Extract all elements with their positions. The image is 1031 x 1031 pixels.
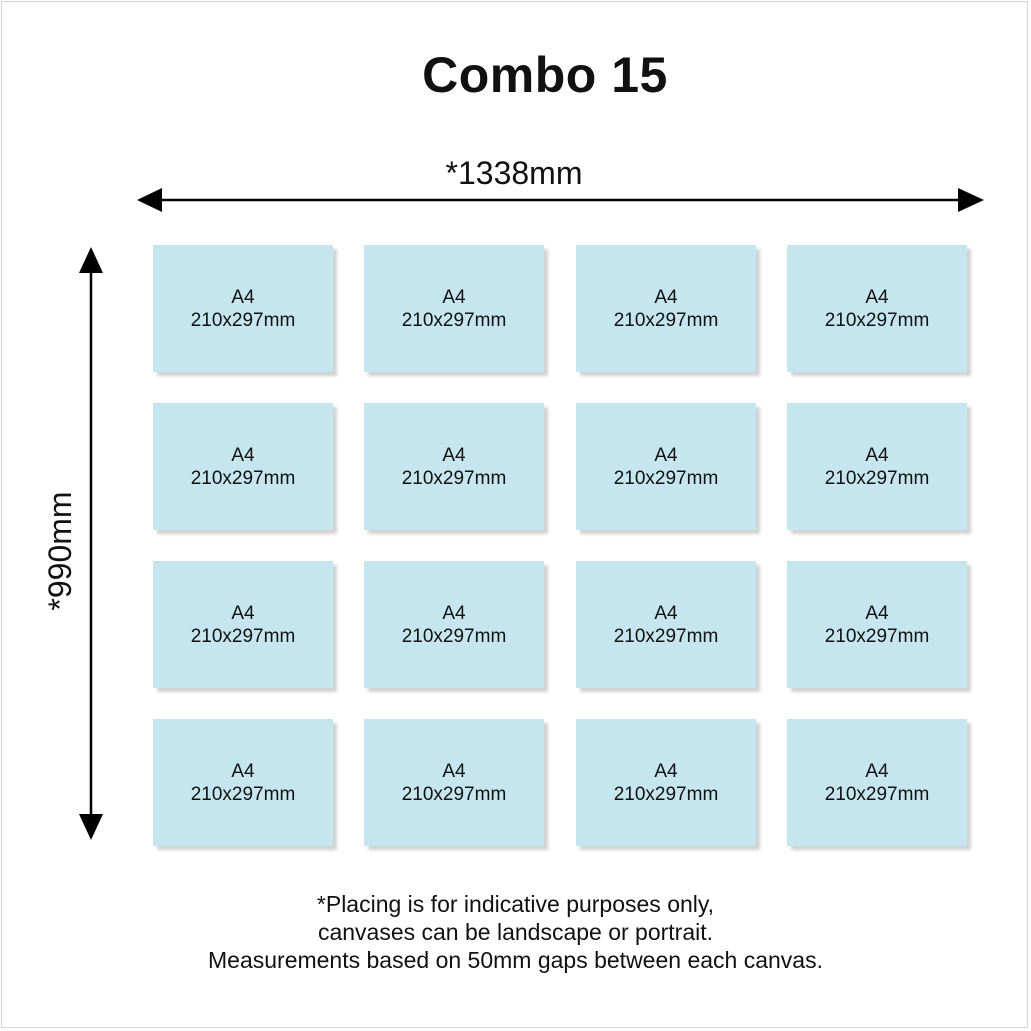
width-dimension-label: *1338mm [445, 155, 583, 191]
canvas-dimensions-label: 210x297mm [190, 467, 296, 489]
canvas-size-label: A4 [865, 444, 889, 466]
canvas-size-label: A4 [865, 760, 889, 782]
canvas-dimensions-label: 210x297mm [824, 467, 930, 489]
canvas-dimensions-label: 210x297mm [401, 625, 507, 647]
canvas-size-label: A4 [231, 602, 255, 624]
canvas-dimensions-label: 210x297mm [824, 309, 930, 331]
canvas-size-label: A4 [442, 444, 466, 466]
canvas-size-label: A4 [442, 286, 466, 308]
height-dimension-label: *990mm [42, 491, 78, 611]
canvas-size-label: A4 [654, 286, 678, 308]
canvas-size-label: A4 [654, 760, 678, 782]
canvas-size-label: A4 [231, 760, 255, 782]
canvas-dimensions-label: 210x297mm [401, 783, 507, 805]
canvas-size-label: A4 [865, 602, 889, 624]
footnote-line-2: canvases can be landscape or portrait. [317, 919, 714, 945]
canvas-dimensions-label: 210x297mm [613, 309, 719, 331]
canvas-dimensions-label: 210x297mm [613, 467, 719, 489]
canvas-size-label: A4 [865, 286, 889, 308]
canvas-dimensions-label: 210x297mm [190, 783, 296, 805]
canvas-dimensions-label: 210x297mm [824, 625, 930, 647]
diagram-title: Combo 15 [422, 47, 668, 103]
canvas-dimensions-label: 210x297mm [401, 467, 507, 489]
footnote: *Placing is for indicative purposes only… [0, 890, 1031, 974]
footnote-line-3: Measurements based on 50mm gaps between … [208, 947, 823, 973]
width-arrow-right-head [958, 188, 984, 212]
canvas-size-label: A4 [654, 602, 678, 624]
height-arrow-top-head [79, 247, 103, 273]
height-arrow-bottom-head [79, 814, 103, 840]
canvas-dimensions-label: 210x297mm [613, 783, 719, 805]
canvas-size-label: A4 [231, 286, 255, 308]
footnote-line-1: *Placing is for indicative purposes only… [316, 891, 715, 917]
canvas-size-label: A4 [442, 760, 466, 782]
canvas-dimensions-label: 210x297mm [824, 783, 930, 805]
canvas-dimensions-label: 210x297mm [190, 625, 296, 647]
canvas-dimensions-label: 210x297mm [401, 309, 507, 331]
canvas-dimensions-label: 210x297mm [613, 625, 719, 647]
canvas-size-label: A4 [442, 602, 466, 624]
width-arrow-left-head [137, 188, 162, 212]
canvas-size-label: A4 [231, 444, 255, 466]
canvas-size-label: A4 [654, 444, 678, 466]
canvas-dimensions-label: 210x297mm [190, 309, 296, 331]
